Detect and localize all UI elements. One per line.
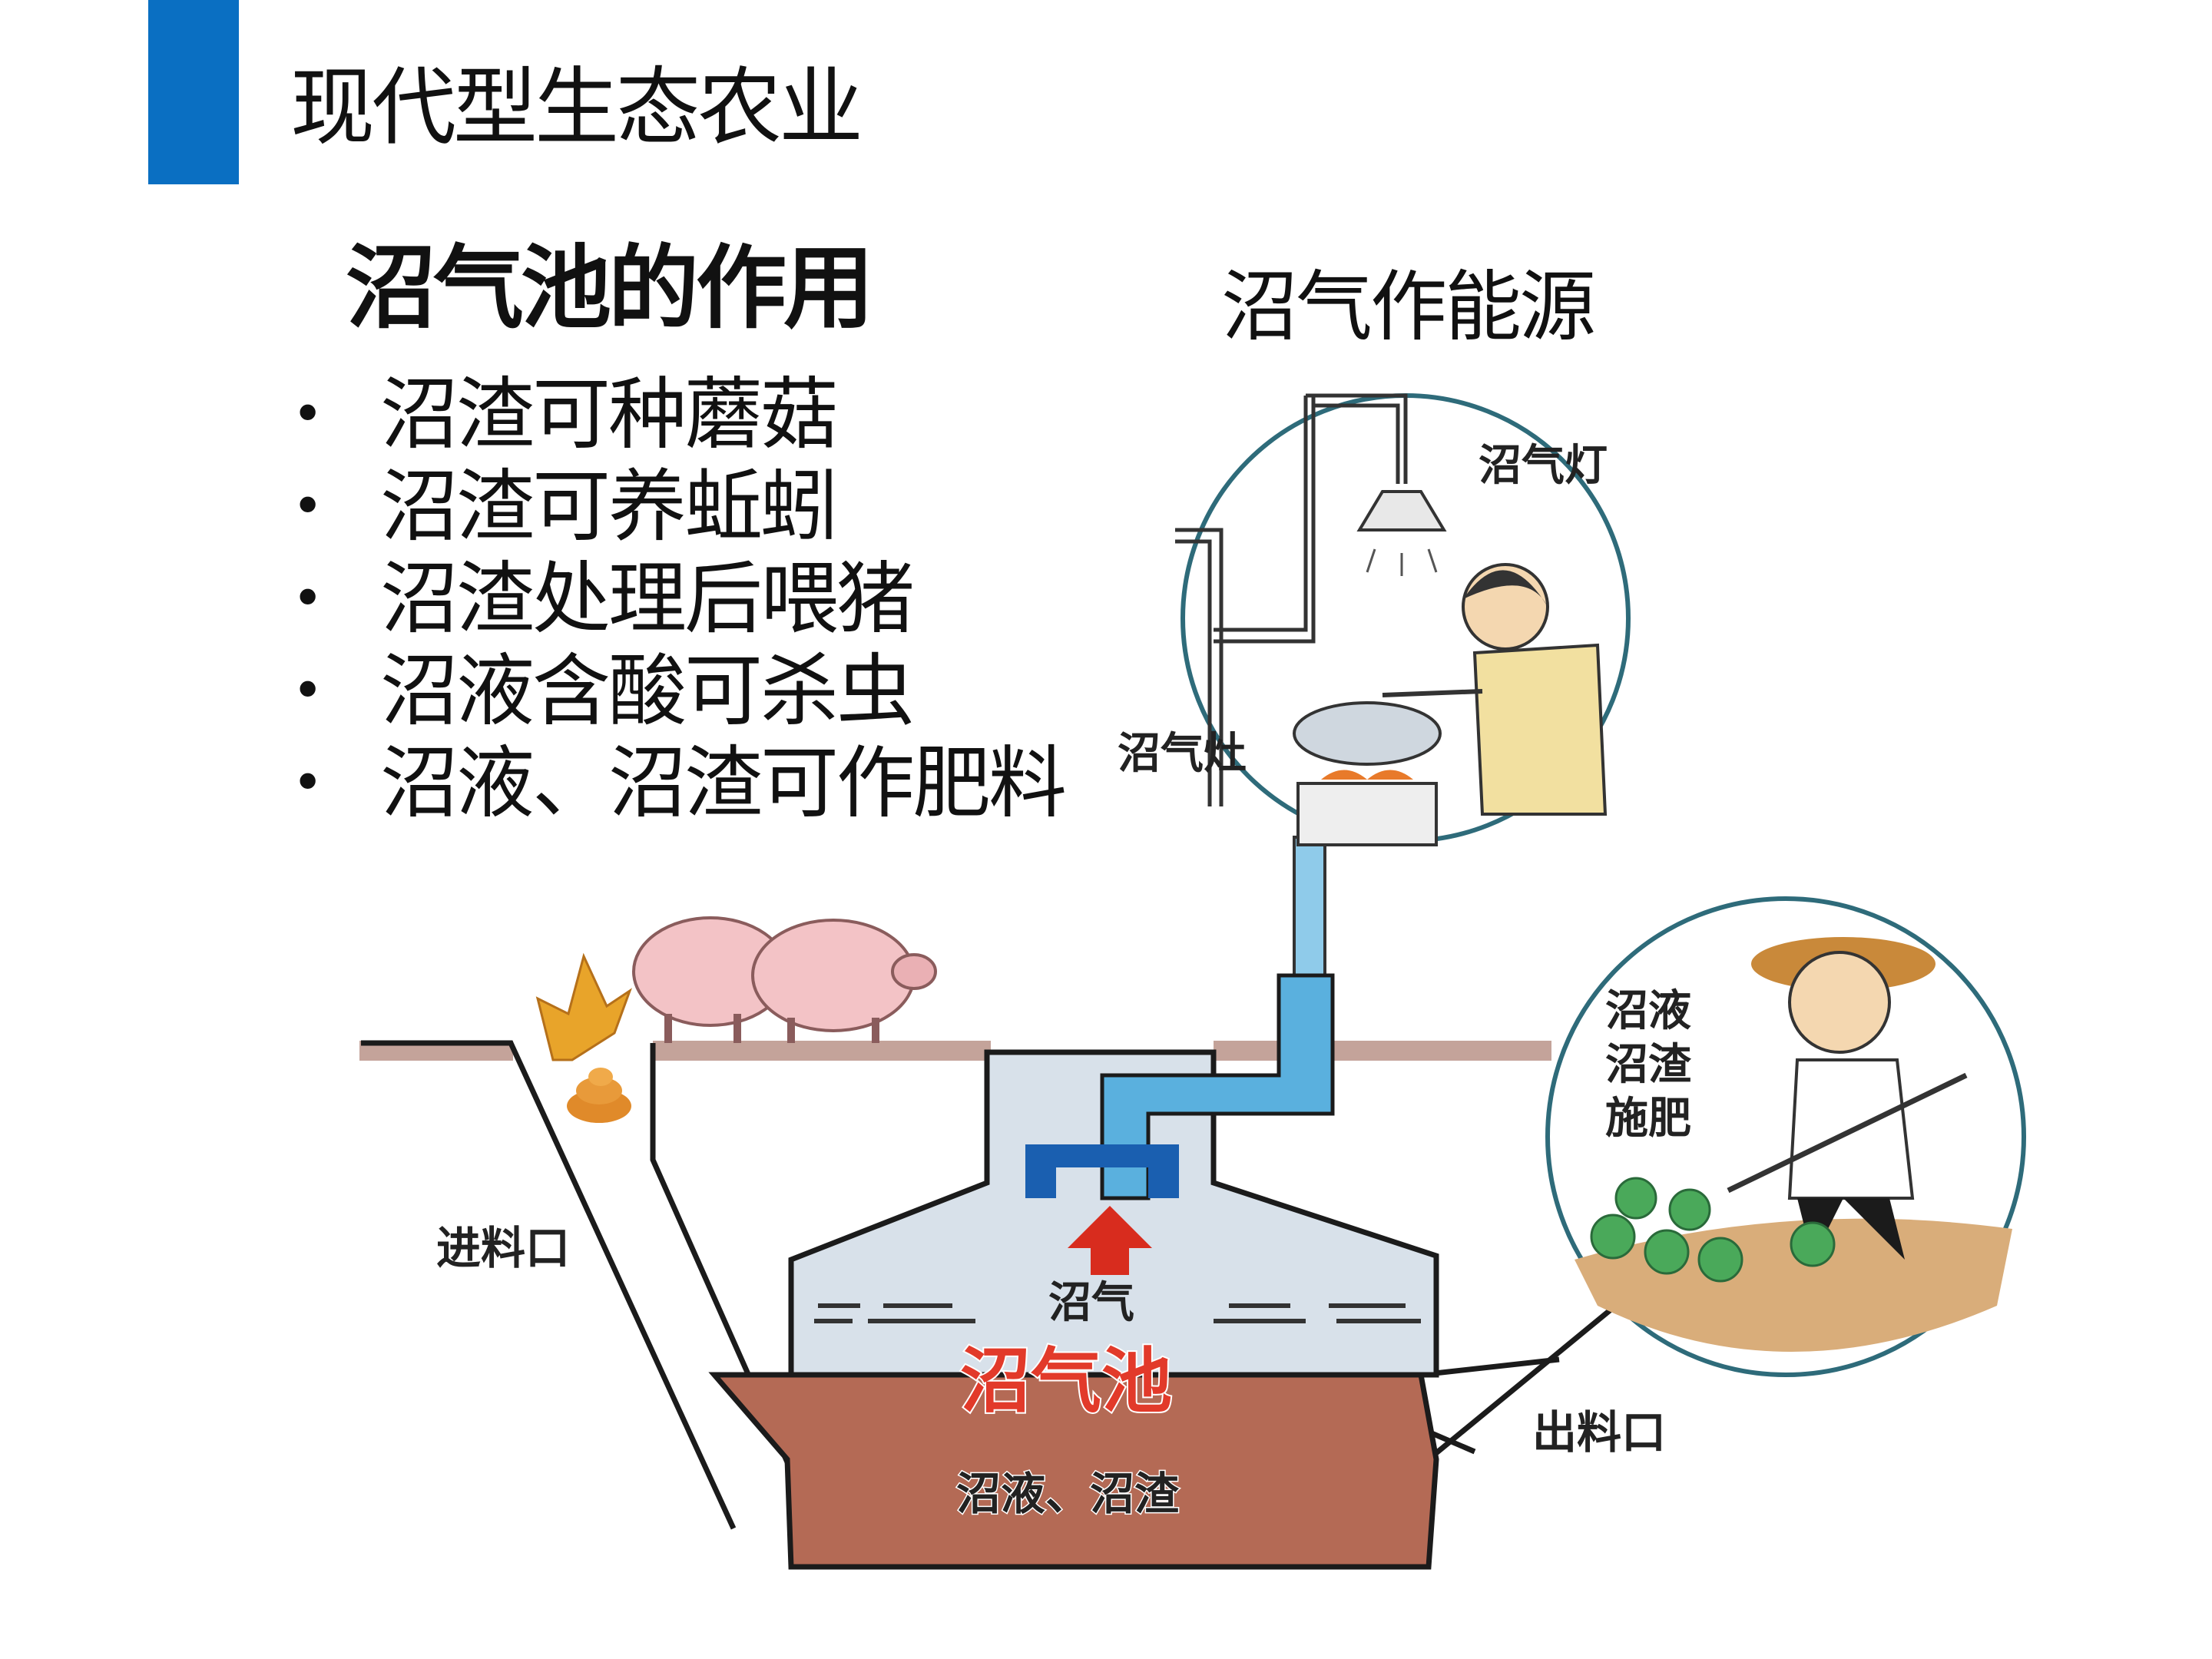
bullet-dot: • [292,659,323,722]
cabbage-icons [1590,1177,1836,1283]
kitchen-circle [1175,393,1631,846]
gas-nozzle [1025,1144,1179,1198]
bullet-item: • 沼液、沼渣可作肥料 [292,737,1067,830]
bullet-item: • 沼液含酸可杀虫 [292,645,1065,737]
bullet-text: 沼渣处理后喂猪 [380,554,915,645]
bullet-item: • 沼渣可种蘑菇 [292,369,1065,461]
bullet-list: • 沼渣可种蘑菇 • 沼渣可养蚯蚓 • 沼渣处理后喂猪 • 沼液含酸可杀虫 • 沼液、沼渣… [292,369,1067,830]
farmer-figure [1727,937,1968,1260]
outlet-label: 出料口 [1532,1406,1666,1459]
bullet-text: 沼渣可养蚯蚓 [380,462,839,553]
lamp-label: 沼气灯 [1479,441,1608,491]
tank-label: 沼气池 [960,1340,1172,1422]
accent-bar [148,0,239,184]
section-heading: 沼气池的作用 [346,235,874,341]
gas-pipe [1100,836,1335,1200]
bullet-dot: • [292,475,323,538]
bullet-dot: • [292,751,323,814]
bullet-text: 沼渣可种蘑菇 [380,369,839,461]
fertilize-label-2: 沼渣 [1605,1040,1692,1090]
page-title: 现代型生态农业 [290,58,863,157]
energy-label: 沼气作能源 [1221,262,1596,352]
manure-icon [567,1068,631,1123]
bullet-text: 沼液、沼渣可作肥料 [380,738,1067,830]
bullet-item: • 沼渣可养蚯蚓 [292,461,1065,553]
slurry-label: 沼液、沼渣 [956,1468,1180,1520]
fertilize-label-1: 沼液 [1605,986,1691,1036]
gas-arrow [1068,1206,1152,1275]
inlet-label: 进料口 [436,1222,570,1274]
stove-label: 沼气灶 [1118,729,1247,779]
farmer-circle [1545,896,2026,1377]
leaf-icon [535,952,632,1061]
ground [359,1041,1551,1505]
bullet-text: 沼液含酸可杀虫 [380,646,915,737]
diagram-labels: 沼气灯 沼气灶 进料口 出料口 沼气 沼气池 沼液、沼渣 沼液 沼渣 施肥 [436,441,1692,1522]
pig-icon [632,916,937,1043]
cook-figure [1382,563,1608,816]
bullet-dot: • [292,567,323,630]
gas-label: 沼气 [1048,1278,1134,1328]
kitchen-pipe [1175,393,1408,806]
liquid-surface [814,1303,1421,1323]
fertilize-label-3: 施肥 [1605,1094,1691,1144]
lamp-icon [1356,490,1447,531]
stove-icon [1293,701,1442,846]
bullet-item: • 沼渣处理后喂猪 [292,553,1065,645]
bullet-dot: • [292,382,323,445]
